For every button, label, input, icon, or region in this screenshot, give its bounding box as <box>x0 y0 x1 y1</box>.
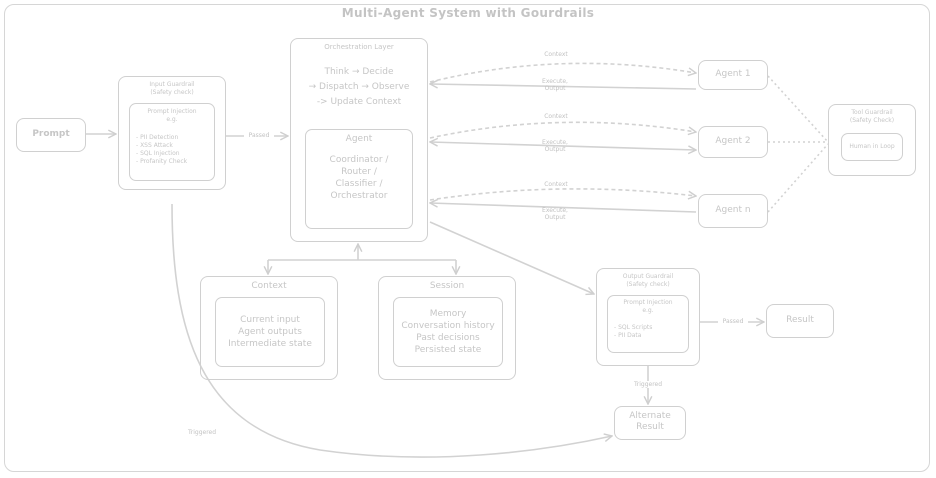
orchestration-step: Think → Decide <box>324 67 394 77</box>
orchestration-step: -> Update Context <box>316 97 402 107</box>
agent-n-label: Agent n <box>715 205 751 215</box>
input-item: - SQL Injection <box>136 150 180 157</box>
result-label: Result <box>786 315 814 325</box>
output-guardrail-title: Output Guardrail <box>622 273 674 280</box>
session-item: Memory <box>429 309 467 319</box>
edge-orch-output <box>429 221 594 294</box>
agent-core-title: Agent <box>345 134 373 144</box>
session-items: Memory Conversation history Past decisio… <box>394 308 502 356</box>
session-title: Session <box>429 281 465 291</box>
alternate-result-label: Alternate Result <box>615 411 685 433</box>
tool-guardrail-title: Tool Guardrail <box>851 109 893 116</box>
output-guardrail-items: - SQL Scripts - PII Data <box>614 324 688 340</box>
system-frame <box>4 4 930 472</box>
output-guardrail-box: Output Guardrail (Safety check) Prompt I… <box>596 268 700 366</box>
agent-core-roles: Coordinator / Router / Classifier / Orch… <box>306 154 412 202</box>
output-inner-title: Prompt Injection <box>623 299 673 306</box>
label-execute: Execute, <box>542 207 568 214</box>
output-guardrail-subtitle: (Safety check) <box>626 281 670 288</box>
context-title: Context <box>251 281 287 291</box>
agent-role: Orchestrator <box>330 191 388 201</box>
session-item: Past decisions <box>416 333 480 343</box>
orchestration-step: → Dispatch → Observe <box>308 82 410 92</box>
result-box: Result <box>766 304 834 338</box>
input-item: - PII Detection <box>136 134 179 141</box>
alternate-result-line: Alternate <box>629 411 671 421</box>
session-item: Persisted state <box>414 345 482 355</box>
context-item: Current input <box>240 315 300 325</box>
input-guardrail-subtitle: (Safety check) <box>150 89 194 96</box>
human-in-loop-label: Human in Loop <box>849 143 895 150</box>
label-execute-output-1: Execute, Output <box>532 78 578 92</box>
orchestration-steps: Think → Decide → Dispatch → Observe -> U… <box>291 65 427 110</box>
output-inner-eg: e.g. <box>642 307 654 314</box>
label-triggered-input: Triggered <box>187 429 217 436</box>
edge-agentn-tool <box>767 143 829 213</box>
human-in-loop-box: Human in Loop <box>841 133 903 161</box>
input-guardrail-title: Input Guardrail <box>149 81 195 88</box>
agent-1-label: Agent 1 <box>715 69 751 79</box>
input-inner-title: Prompt Injection <box>147 108 197 115</box>
label-context-3: Context <box>544 181 568 188</box>
agent-n-box: Agent n <box>698 194 768 228</box>
input-inner-eg: e.g. <box>166 116 178 123</box>
output-guardrail-inner: Prompt Injection e.g. - SQL Scripts - PI… <box>607 295 689 353</box>
label-triggered-output: Triggered <box>628 381 668 388</box>
context-item: Intermediate state <box>228 339 312 349</box>
session-item: Conversation history <box>401 321 495 331</box>
label-context-1: Context <box>544 51 568 58</box>
edge-context-agentn <box>429 188 696 201</box>
input-guardrail-inner: Prompt Injection e.g. - PII Detection - … <box>129 103 215 181</box>
tool-guardrail-box: Tool Guardrail (Safety Check) Human in L… <box>828 104 916 176</box>
label-execute: Execute, <box>542 78 568 85</box>
session-inner: Memory Conversation history Past decisio… <box>393 297 503 367</box>
prompt-label: Prompt <box>32 129 70 139</box>
label-output: Output <box>544 146 566 153</box>
orchestration-title: Orchestration Layer <box>324 43 394 51</box>
edge-orch-agent2 <box>430 142 696 150</box>
label-passed-output: Passed <box>718 318 748 325</box>
label-context-2: Context <box>544 113 568 120</box>
context-inner: Current input Agent outputs Intermediate… <box>215 297 325 367</box>
agent-1-box: Agent 1 <box>698 60 768 90</box>
edge-agent1-tool <box>767 75 829 143</box>
prompt-box: Prompt <box>16 118 86 152</box>
edge-context-agent2 <box>429 121 696 139</box>
label-execute: Execute, <box>542 139 568 146</box>
label-execute-output-3: Execute, Output <box>532 207 578 221</box>
agent-role: Classifier / <box>335 179 383 189</box>
agent-role: Coordinator / <box>329 155 389 165</box>
orchestration-layer-box: Orchestration Layer Think → Decide → Dis… <box>290 38 428 242</box>
agent-role: Router / <box>341 167 377 177</box>
label-passed-input: Passed <box>244 132 274 139</box>
alternate-result-box: Alternate Result <box>614 406 686 440</box>
agent-2-box: Agent 2 <box>698 126 768 158</box>
edge-input-alternate <box>171 203 612 458</box>
label-output: Output <box>544 85 566 92</box>
label-execute-output-2: Execute, Output <box>532 139 578 153</box>
context-box: Context Current input Agent outputs Inte… <box>200 276 338 380</box>
input-item: - Profanity Check <box>136 158 188 165</box>
context-items: Current input Agent outputs Intermediate… <box>216 314 324 350</box>
input-item: - XSS Attack <box>136 142 173 149</box>
edge-orch-agentn <box>430 203 697 213</box>
alternate-result-line: Result <box>636 422 664 432</box>
agent-core-box: Agent Coordinator / Router / Classifier … <box>305 129 413 229</box>
edge-context-agent1 <box>429 62 696 83</box>
input-guardrail-box: Input Guardrail (Safety check) Prompt In… <box>118 76 226 190</box>
output-item: - SQL Scripts <box>614 324 653 331</box>
agent-2-label: Agent 2 <box>715 136 751 146</box>
diagram-title: Multi-Agent System with Gourdrails <box>341 6 595 20</box>
session-box: Session Memory Conversation history Past… <box>378 276 516 380</box>
input-guardrail-items: - PII Detection - XSS Attack - SQL Injec… <box>136 134 214 166</box>
output-item: - PII Data <box>614 332 642 339</box>
label-output: Output <box>544 214 566 221</box>
tool-guardrail-subtitle: (Safety Check) <box>849 117 895 124</box>
context-item: Agent outputs <box>238 327 302 337</box>
edge-orch-agent1 <box>430 84 697 90</box>
